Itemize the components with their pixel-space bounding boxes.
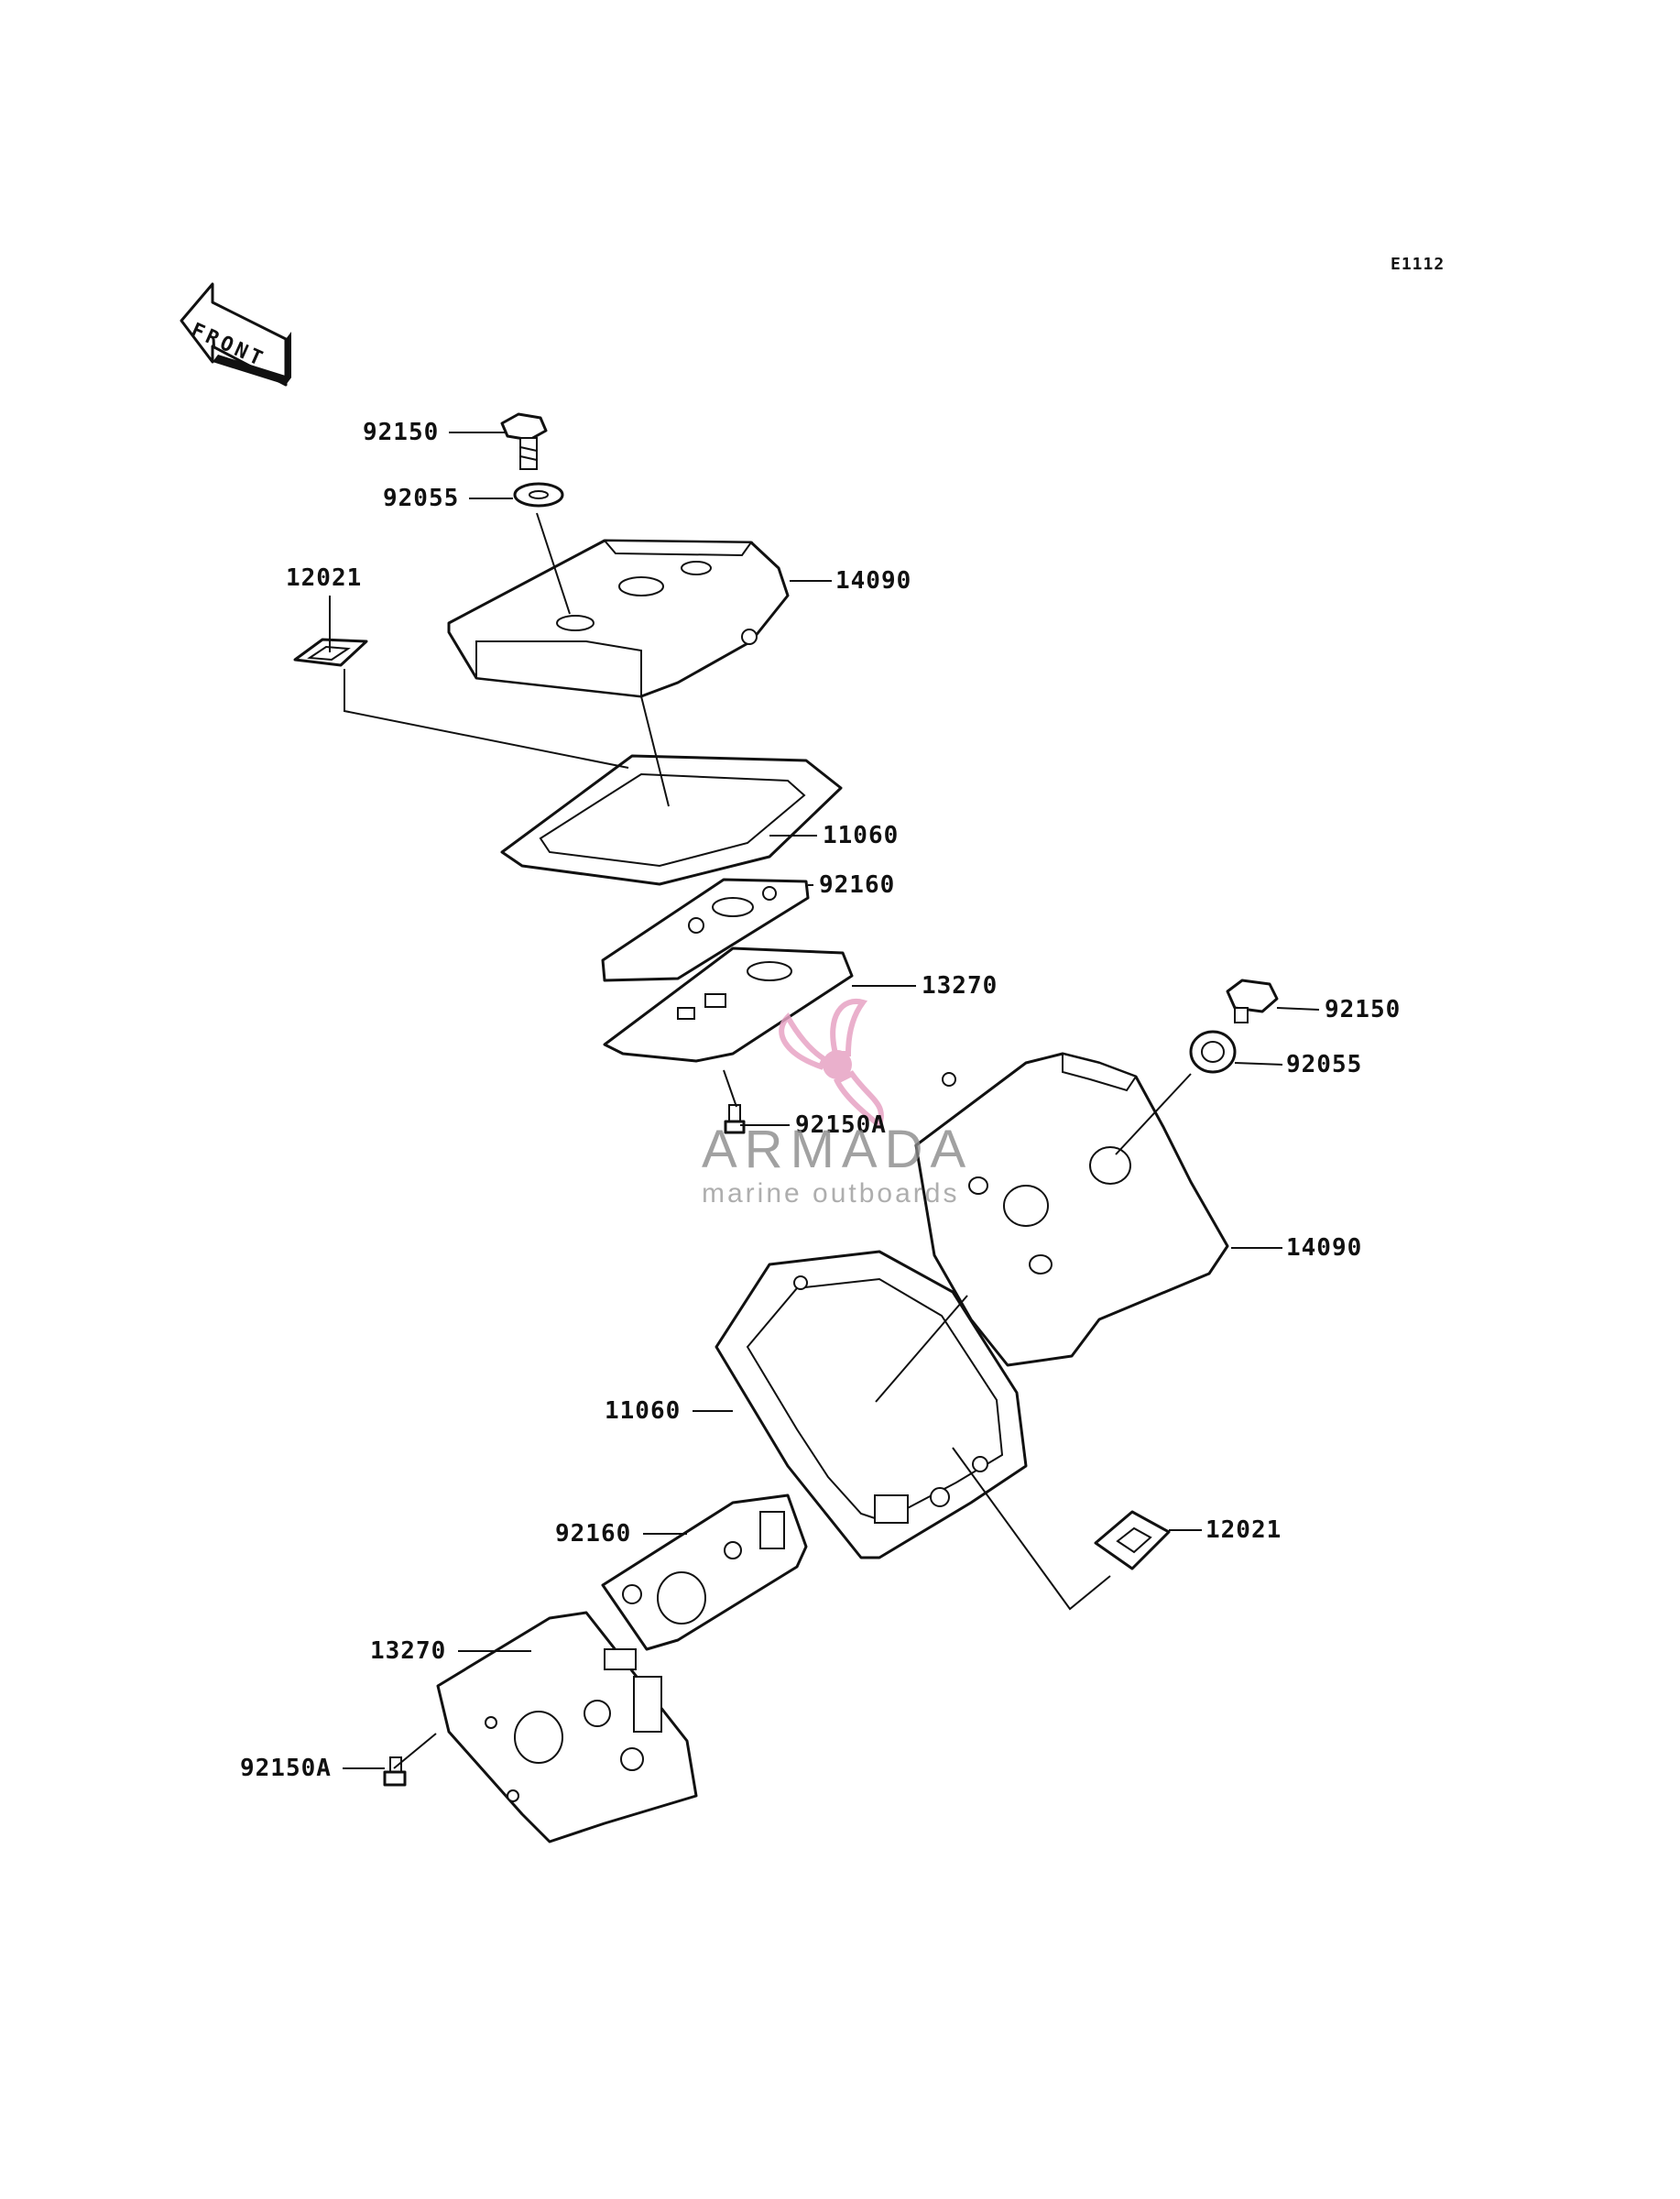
- cover-gasket-top: [500, 754, 843, 886]
- washer-92055-right: [1189, 1030, 1237, 1074]
- callout-13270-top[interactable]: 13270: [922, 972, 998, 1000]
- washer-92055-top: [513, 482, 564, 508]
- cylinder-head-cover-right: [914, 1052, 1229, 1367]
- assembly-lines: [344, 512, 1192, 1769]
- front-arrow-icon: [180, 282, 291, 387]
- callout-14090-top[interactable]: 14090: [835, 567, 912, 595]
- callout-92055-top[interactable]: 92055: [383, 485, 460, 512]
- callout-11060-top[interactable]: 11060: [823, 822, 900, 849]
- breather-plate-lower: [436, 1611, 698, 1843]
- grommet-12021-lower: [1094, 1510, 1171, 1570]
- baffle-plate-lower: [601, 1493, 808, 1651]
- breather-plate-top: [603, 946, 854, 1063]
- armada-logo-icon: [779, 998, 884, 1131]
- baffle-plate-top: [601, 878, 810, 982]
- callout-92160-lower[interactable]: 92160: [555, 1520, 632, 1548]
- callout-92150a-top[interactable]: 92150A: [795, 1111, 887, 1139]
- bolt-92150-top: [500, 412, 548, 470]
- cylinder-head-cover-top: [447, 539, 790, 698]
- callout-14090-right[interactable]: 14090: [1286, 1234, 1363, 1262]
- leader-lines: [329, 432, 1320, 1769]
- bolt-92150a-top: [724, 1104, 746, 1134]
- callout-92150-right[interactable]: 92150: [1325, 996, 1402, 1023]
- watermark-name: ARMADA: [702, 1120, 974, 1179]
- diagram-code: E1112: [1391, 255, 1445, 274]
- callout-92160-top[interactable]: 92160: [819, 871, 896, 899]
- callout-11060-lower[interactable]: 11060: [605, 1397, 682, 1425]
- watermark-tagline: marine outboards: [702, 1178, 960, 1209]
- callout-92150-top[interactable]: 92150: [363, 419, 440, 446]
- callout-13270-lower[interactable]: 13270: [370, 1637, 447, 1665]
- bolt-92150-right: [1226, 979, 1279, 1023]
- callout-92150a-lower[interactable]: 92150A: [240, 1755, 332, 1782]
- cover-gasket-right: [715, 1250, 1028, 1559]
- callout-12021-lower[interactable]: 12021: [1205, 1516, 1282, 1544]
- callout-12021-top[interactable]: 12021: [286, 564, 363, 592]
- callout-92055-right[interactable]: 92055: [1286, 1051, 1363, 1078]
- bolt-92150a-lower: [383, 1756, 407, 1787]
